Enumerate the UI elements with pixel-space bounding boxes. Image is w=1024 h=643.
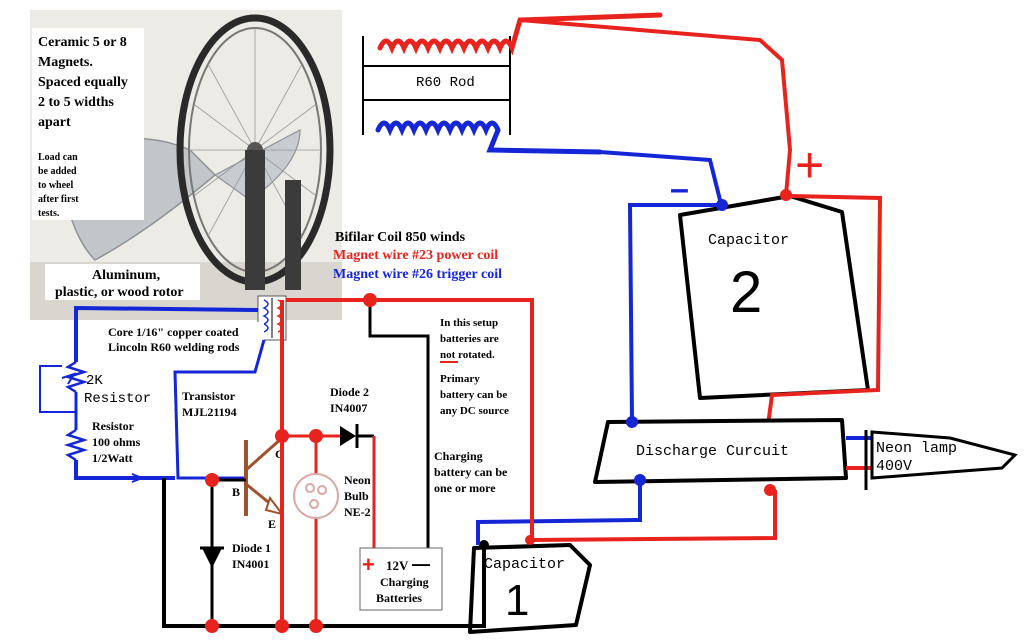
neon-lamp-label: Neon lamp 400V	[876, 440, 966, 475]
wire-cap1-to-discharge-red	[531, 490, 777, 542]
coil-power-label: Magnet wire #23 power coil	[333, 248, 498, 263]
neon-bulb-label: Neon Bulb NE-2	[344, 473, 374, 519]
battery-label: Charging Batteries	[376, 575, 432, 605]
wheel-photo: Ceramic 5 or 8 Magnets. Spaced equally 2…	[30, 10, 342, 320]
battery-minus: —	[412, 554, 430, 574]
wire-battery-minus	[368, 300, 430, 548]
cap1-minus-node	[479, 540, 489, 550]
wire-trigger-top	[74, 305, 259, 362]
charging-battery: + 12V — Charging Batteries	[359, 547, 443, 611]
coil-title: Bifilar Coil 850 winds	[335, 230, 466, 245]
junction-dots	[205, 293, 377, 633]
coil-trigger-label: Magnet wire #26 trigger coil	[333, 267, 502, 282]
wire-ground-bottom	[162, 478, 486, 628]
resistor-100	[63, 428, 175, 483]
neon-lamp-400v: Neon lamp 400V	[846, 430, 1018, 490]
diode-1	[200, 546, 224, 568]
diode1-label: Diode 1 IN4001	[232, 541, 274, 571]
wire-rod-to-cap2-plus	[519, 18, 793, 196]
wire-cap1-to-discharge-blue	[476, 480, 642, 545]
capacitor2-minus: –	[670, 170, 689, 208]
rotor-label: Aluminum, plastic, or wood rotor	[55, 268, 184, 300]
transistor-pin-b: B	[232, 485, 240, 499]
batteries-note: In this setup batteries are not rotated.…	[440, 317, 510, 417]
transistor	[212, 436, 285, 516]
rod-trigger-coil	[375, 120, 603, 155]
battery-plus: +	[362, 552, 375, 577]
capacitor-2: Capacitor 2 – +	[670, 137, 870, 400]
discharge-circuit: Discharge Curcuit	[593, 418, 848, 484]
discharge-blue-node	[626, 416, 638, 428]
rod-label: R60 Rod	[416, 75, 475, 91]
neon-bulb	[293, 473, 339, 519]
transistor-pin-c: C	[275, 447, 284, 461]
capacitor2-number: 2	[730, 260, 762, 325]
load-note: Load can be added to wheel after first t…	[38, 152, 81, 219]
resistor-2k-label: 2K Resistor	[84, 373, 151, 407]
core-label-panel	[104, 322, 264, 356]
transistor-pin-e: E	[268, 517, 276, 531]
rod-power-coil	[377, 12, 663, 56]
capacitor2-label: Capacitor	[708, 232, 789, 249]
rotor-label-panel	[45, 264, 200, 300]
charging-note: Charging battery can be one or more	[434, 449, 510, 495]
diode2-label: Diode 2 IN4007	[330, 385, 372, 415]
capacitor2-plus: +	[795, 137, 824, 193]
cap2-plus-node	[780, 189, 792, 201]
wire-cap2-to-discharge-red	[766, 194, 883, 426]
photo-label-panel	[32, 28, 144, 220]
resistor-2k	[39, 360, 89, 430]
diode-2	[340, 424, 359, 448]
core-label: Core 1/16" copper coated Lincoln R60 wel…	[108, 325, 242, 354]
wheel-stand-right	[285, 180, 301, 290]
capacitor1-number: 1	[505, 576, 529, 625]
r60-rod: R60 Rod	[362, 12, 663, 155]
discharge-label: Discharge Curcuit	[636, 443, 789, 460]
capacitor-1: Capacitor 1	[468, 543, 592, 634]
resistor-100-label: Resistor 100 ohms 1/2Watt	[92, 419, 143, 465]
capacitor1-label: Capacitor	[484, 556, 565, 573]
wire-trigger-to-base	[173, 339, 266, 480]
wire-rod-to-cap2-minus	[599, 150, 722, 201]
wheel-stand	[245, 150, 265, 290]
battery-voltage: 12V	[386, 558, 409, 573]
wire-cap2-to-discharge-blue	[627, 203, 722, 421]
magnets-note: Ceramic 5 or 8 Magnets. Spaced equally 2…	[38, 35, 131, 130]
transistor-label: Transistor MJL21194	[182, 389, 238, 419]
